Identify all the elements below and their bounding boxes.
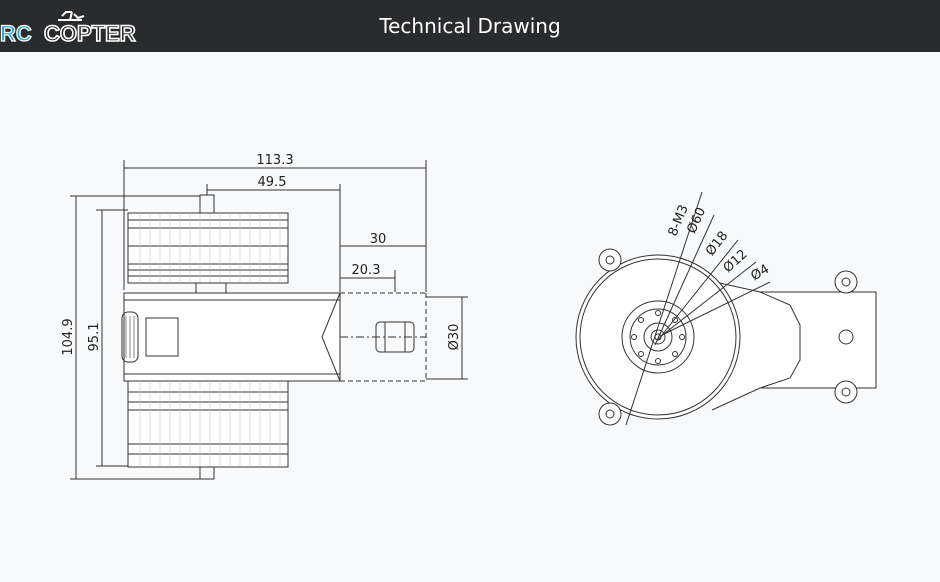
front-view (575, 191, 877, 426)
arm-bracket (711, 270, 877, 411)
motor-lower (127, 380, 289, 480)
dim-tube-end: 30 (370, 232, 387, 247)
logo-text-copter: COPTER (44, 21, 136, 46)
dim-motor-height: 95.1 (87, 323, 102, 352)
side-dimensions (70, 160, 468, 480)
side-view (70, 160, 468, 480)
dim-overall-length: 113.3 (256, 153, 293, 168)
dim-tube-diameter: Ø30 (447, 324, 462, 351)
logo-text-rc: RC (0, 21, 32, 46)
rc-copter-logo: RC COPTER (0, 11, 137, 46)
dim-mount-hole: 20.3 (352, 263, 381, 278)
callout-d12: Ø12 (721, 247, 751, 276)
motor-disc (575, 248, 741, 426)
motor-upper (127, 194, 289, 294)
front-callout-lines (625, 191, 771, 426)
page-title: Technical Drawing (379, 14, 561, 38)
arm-tube (121, 292, 427, 382)
technical-drawing: 113.3 49.5 30 20.3 Ø30 104.9 95.1 8-M3 Ø… (61, 153, 877, 480)
callout-d18: Ø18 (703, 229, 731, 259)
dim-total-height: 104.9 (61, 318, 76, 355)
logo-drone-icon (58, 11, 85, 21)
dim-motor-offset: 49.5 (258, 175, 287, 190)
header-bar: RC COPTER Technical Drawing (0, 0, 940, 52)
